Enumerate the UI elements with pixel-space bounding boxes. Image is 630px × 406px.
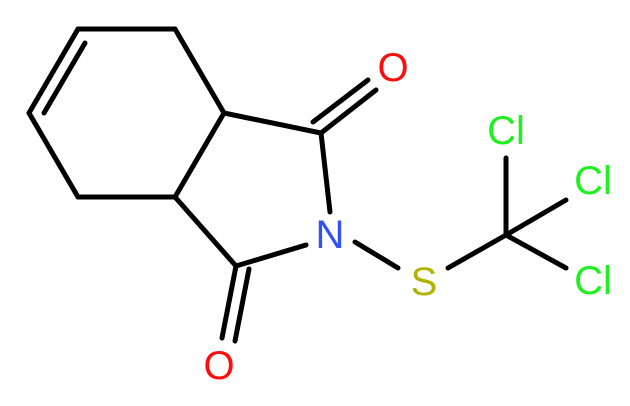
- bond-c3a-carbonyl-top: [221, 110, 324, 136]
- bond-ring-double-inner: [41, 40, 88, 116]
- bond-n-s: [352, 239, 401, 271]
- bond-carbonyl-top-n: [318, 130, 333, 215]
- atom-label-oxygen-bottom: O: [203, 344, 234, 388]
- bond-ring-c6-c5: [26, 110, 81, 200]
- bond-c-cl-right: [503, 197, 569, 238]
- atom-label-chlorine-right: Cl: [574, 159, 612, 203]
- bond-co-top-b: [310, 77, 371, 125]
- bond-c7a-carbonyl-bottom: [172, 194, 239, 269]
- atom-label-sulfur: S: [411, 260, 438, 304]
- bond-co-bottom-a: [219, 263, 239, 341]
- atom-label-oxygen-top: O: [377, 46, 408, 90]
- bond-c-cl-bottom: [503, 232, 569, 271]
- bond-co-top-a: [318, 87, 379, 136]
- bond-ring-c2-c3a: [172, 26, 227, 116]
- bond-ring-c5-c4: [26, 26, 81, 116]
- bond-s-c: [445, 232, 509, 271]
- bond-carbonyl-bottom-n: [233, 242, 309, 269]
- atom-label-chlorine-top: Cl: [487, 109, 525, 153]
- bond-ring-c3a-c7a: [172, 110, 227, 200]
- atom-label-chlorine-bottom: Cl: [574, 259, 612, 303]
- bond-co-bottom-b: [232, 266, 252, 344]
- atom-label-nitrogen: N: [316, 213, 345, 257]
